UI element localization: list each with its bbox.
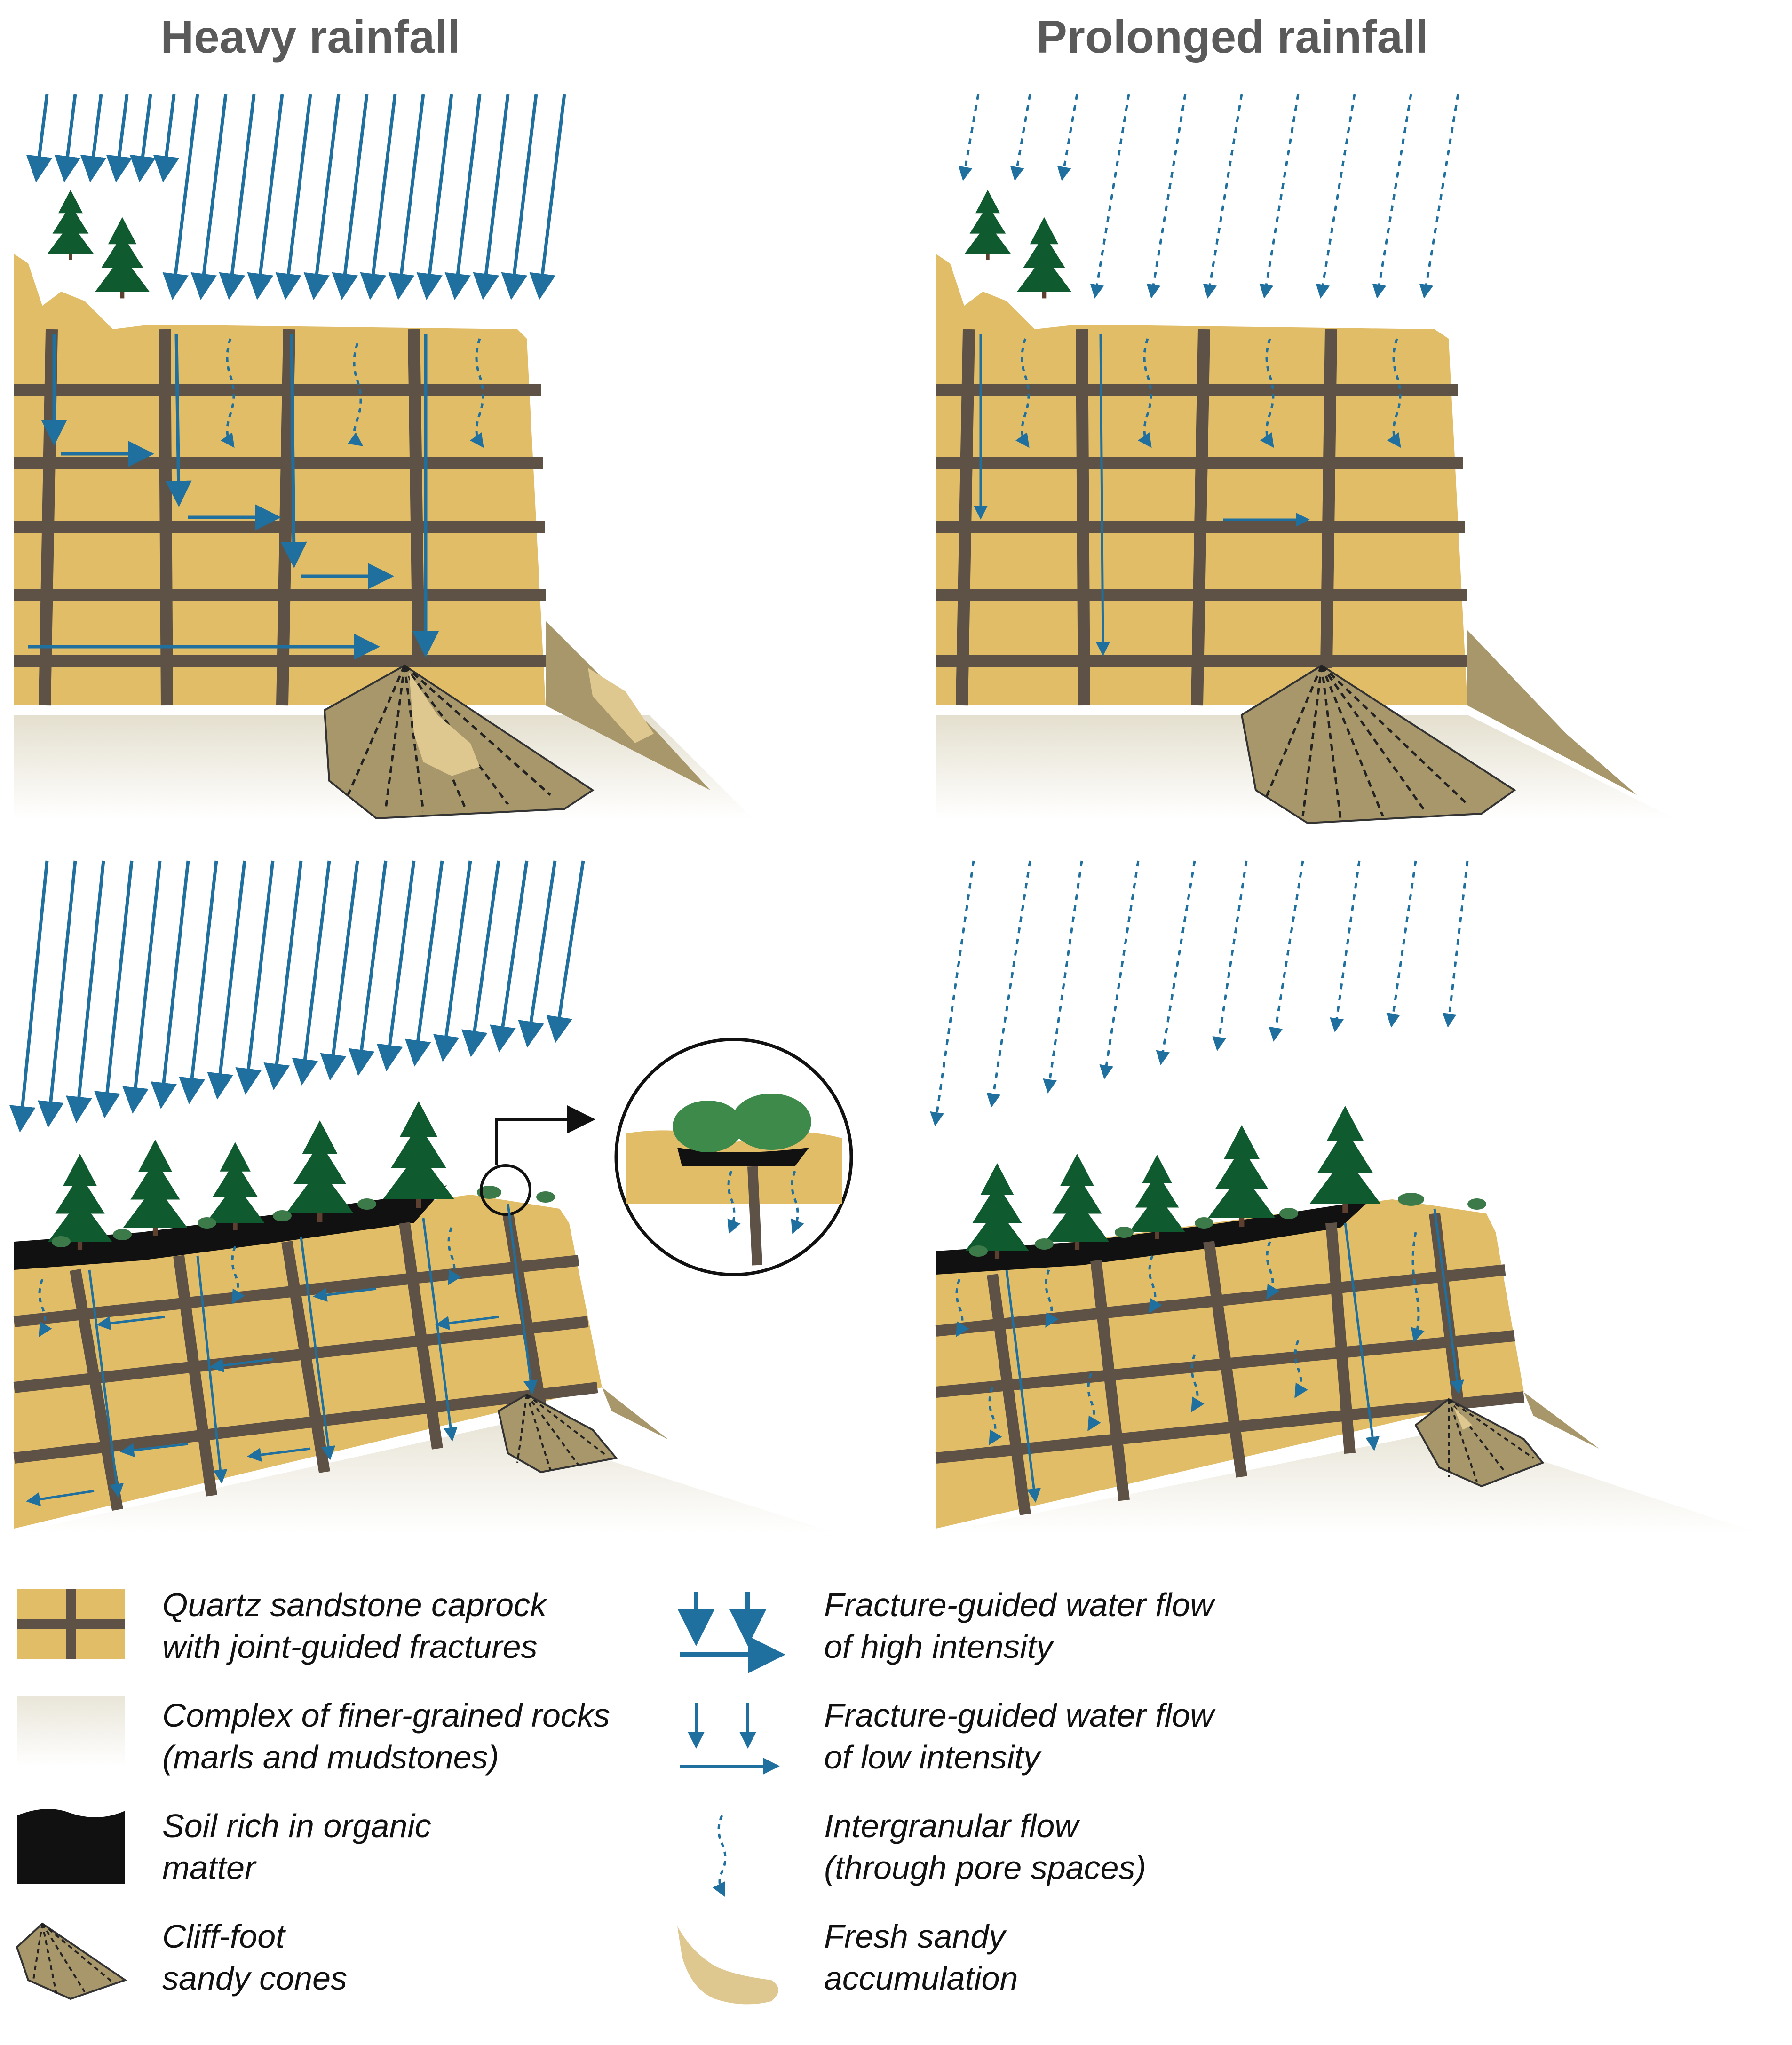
legend-soil-line1: Soil rich in organic <box>162 1807 431 1844</box>
legend-intergranular-line1: Intergranular flow <box>824 1807 1080 1844</box>
zoom-callout <box>480 1038 853 1276</box>
legend-cones-line1: Cliff-foot <box>162 1918 286 1955</box>
sandy-cone <box>323 664 595 820</box>
rain-prolonged <box>958 94 1459 299</box>
side-cone <box>602 1387 668 1439</box>
soil-layer <box>936 1197 1373 1275</box>
legend-soil-line2: matter <box>162 1849 257 1886</box>
marl-layer <box>936 1430 1759 1533</box>
legend: Quartz sandstone caprock with joint-guid… <box>16 1586 1216 2005</box>
panel-heavy-vegetated <box>9 860 853 1533</box>
legend-caprock-line1: Quartz sandstone caprock <box>162 1586 548 1623</box>
legend-caprock-line2: with joint-guided fractures <box>162 1628 538 1665</box>
flow-low <box>974 333 1310 656</box>
panel-prolonged-initial <box>936 94 1674 824</box>
sandy-cone <box>497 1393 618 1474</box>
flow-heavy <box>28 333 439 660</box>
flow-low <box>26 1204 538 1506</box>
rain-prolonged <box>930 860 1469 1126</box>
side-cone <box>1524 1392 1599 1449</box>
legend-high-flow-line1: Fracture-guided water flow <box>824 1586 1216 1623</box>
heading-prolonged-rainfall: Prolonged rainfall <box>1036 11 1428 63</box>
panel-heavy-initial <box>14 94 753 820</box>
marl-layer <box>14 1425 837 1533</box>
trees <box>964 190 1071 299</box>
legend-cones-line2: sandy cones <box>162 1960 347 1997</box>
legend-high-flow-line2: of high intensity <box>824 1628 1055 1665</box>
side-cone <box>1467 630 1637 795</box>
fracture-grid <box>14 329 546 706</box>
sandy-cone <box>1414 1398 1545 1488</box>
flow-low <box>1005 1208 1464 1503</box>
legend-intergranular-swatch <box>712 1815 727 1897</box>
legend-low-flow-line2: of low intensity <box>824 1739 1042 1776</box>
legend-high-flow-swatch <box>677 1592 785 1673</box>
intergranular-prolonged <box>955 1232 1425 1445</box>
fracture-grid <box>935 1213 1525 1515</box>
legend-cone-swatch <box>16 1922 127 2000</box>
heading-heavy-rainfall: Heavy rainfall <box>160 11 460 63</box>
legend-soil-swatch <box>17 1809 125 1884</box>
fresh-sand-cone <box>409 673 480 776</box>
rain-heavy <box>26 94 566 300</box>
sandy-cone <box>1240 664 1516 824</box>
legend-fresh-sand-swatch <box>677 1926 778 2005</box>
shrubs <box>52 1186 555 1247</box>
legend-marls-line2: (marls and mudstones) <box>162 1739 499 1776</box>
legend-fresh-sand-line1: Fresh sandy <box>824 1918 1007 1955</box>
shrubs <box>969 1193 1486 1257</box>
legend-low-flow-swatch <box>680 1703 780 1775</box>
intergranular-heavy <box>38 1227 461 1337</box>
fresh-sand-side <box>588 668 654 743</box>
legend-marls-swatch <box>17 1696 125 1766</box>
legend-caprock-swatch <box>17 1589 125 1659</box>
panel-prolonged-vegetated <box>930 860 1759 1533</box>
legend-fresh-sand-line2: accumulation <box>824 1960 1018 1997</box>
legend-marls-line1: Complex of finer-grained rocks <box>162 1697 610 1734</box>
rain-heavy <box>9 860 585 1133</box>
legend-intergranular-line2: (through pore spaces) <box>824 1849 1146 1886</box>
fracture-grid <box>936 329 1467 706</box>
trees <box>47 190 150 299</box>
legend-low-flow-line1: Fracture-guided water flow <box>824 1697 1216 1734</box>
